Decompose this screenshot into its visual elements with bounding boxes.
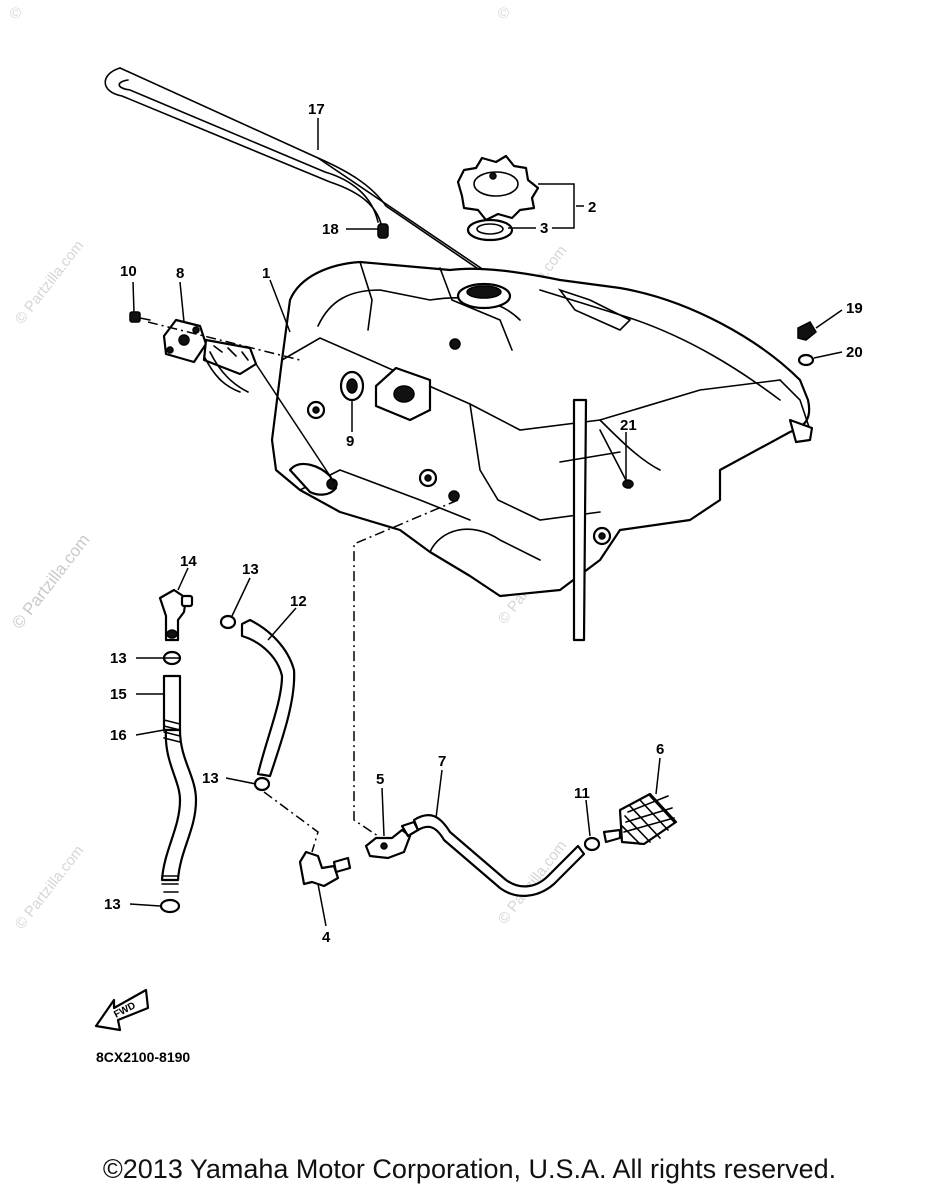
callout-6: 6 (656, 741, 664, 758)
watermark-main: © Partzilla.com (8, 530, 94, 632)
elbow-4 (298, 850, 352, 888)
assembly-line-8 (147, 321, 301, 361)
clamp-13-upper (219, 614, 237, 630)
assembly-line-4 (263, 791, 319, 853)
callout-13-left: 13 (110, 650, 127, 667)
callout-10: 10 (120, 263, 137, 280)
leader-lines (129, 118, 843, 927)
bolt-10 (129, 311, 151, 323)
callout-9: 9 (346, 433, 354, 450)
clamp-13-bottom (159, 898, 181, 914)
fuel-sender-8 (162, 318, 258, 393)
watermark-top-left: © Partzilla.com (12, 237, 88, 327)
callout-3: 3 (540, 220, 548, 237)
cap-gasket-3 (466, 218, 514, 242)
fuel-filter-6 (602, 792, 678, 846)
drain-hose-15 (160, 674, 198, 893)
callout-7: 7 (438, 753, 446, 770)
clamp-13-left (162, 650, 182, 666)
diagram-code: 8CX2100-8190 (96, 1049, 190, 1065)
washer-20 (797, 353, 815, 367)
callout-8: 8 (176, 265, 184, 282)
fuel-tank-1 (270, 260, 814, 598)
assembly-line-sender (255, 363, 335, 483)
copyright-footer: ©2013 Yamaha Motor Corporation, U.S.A. A… (102, 1154, 837, 1184)
clip-18 (377, 223, 389, 239)
clamp-11 (583, 836, 601, 852)
fuel-cap-2 (456, 154, 540, 222)
assembly-line-5 (353, 499, 459, 837)
watermark-corner-mid: © (498, 5, 509, 22)
callout-18: 18 (322, 221, 339, 238)
callout-2: 2 (588, 199, 596, 216)
watermark-corner-left: © (10, 5, 21, 22)
callout-19: 19 (846, 300, 863, 317)
callout-17: 17 (308, 101, 325, 118)
grommet-9 (339, 370, 365, 402)
callout-11: 11 (574, 785, 590, 802)
fuel-pipe-7 (412, 814, 586, 897)
fuel-hose-12 (240, 618, 296, 778)
fuel-tank-exploded-view: © Partzilla.com © Partzilla.com © Partzi… (8, 5, 863, 1065)
callout-4: 4 (322, 929, 331, 946)
callouts: 17 2 3 18 1 10 8 9 19 20 21 14 13 12 13 … (104, 101, 863, 946)
fuel-cock-5 (364, 820, 420, 860)
callout-12: 12 (290, 593, 307, 610)
nut-19 (797, 321, 817, 341)
callout-14: 14 (180, 553, 197, 570)
callout-21: 21 (620, 417, 637, 434)
callout-13-bottom: 13 (104, 896, 121, 913)
watermark-bottom-left: © Partzilla.com (12, 842, 88, 932)
breather-hose-21 (559, 398, 634, 642)
callout-20: 20 (846, 344, 863, 361)
callout-13-upper: 13 (242, 561, 259, 578)
clamp-13-mid (253, 776, 271, 792)
callout-5: 5 (376, 771, 384, 788)
forward-arrow-icon: FWD (94, 988, 150, 1032)
spring-16 (163, 719, 181, 743)
callout-13-mid: 13 (202, 770, 219, 787)
callout-1: 1 (262, 265, 270, 282)
callout-16: 16 (110, 727, 127, 744)
elbow-fitting-14 (158, 588, 194, 642)
callout-15: 15 (110, 686, 127, 703)
